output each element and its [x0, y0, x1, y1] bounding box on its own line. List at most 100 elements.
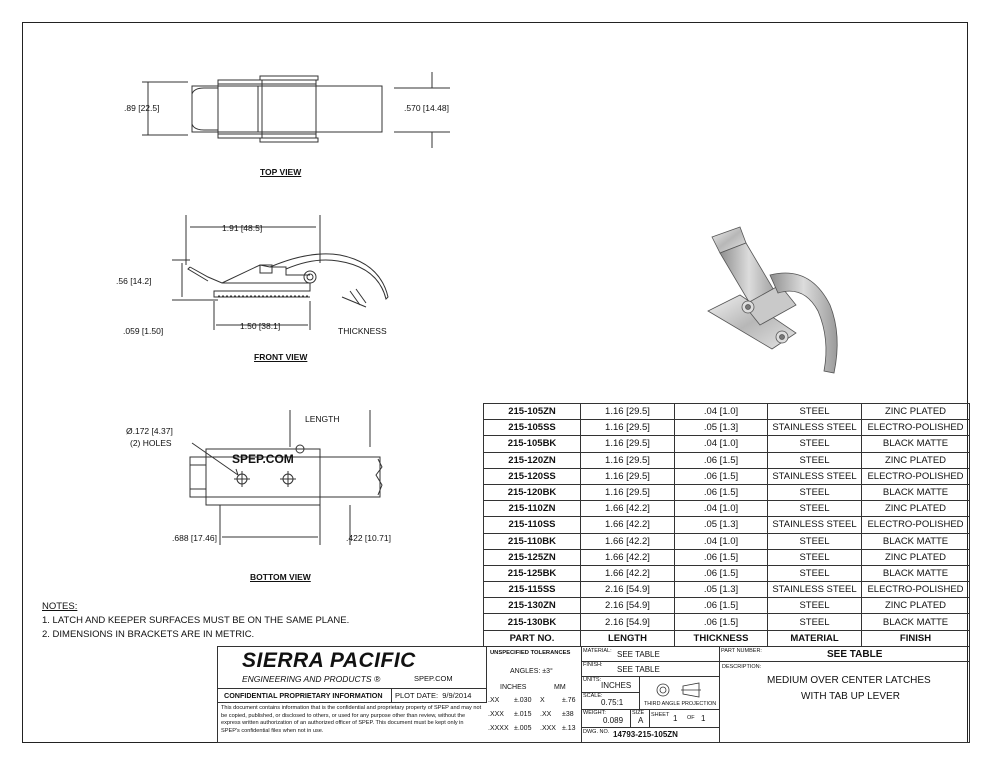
table-cell: 1.16 [29.5] — [580, 483, 675, 502]
company-subtitle: ENGINEERING AND PRODUCTS ® — [242, 674, 381, 684]
table-cell: 215-115SS — [483, 581, 581, 599]
table-cell: 2.16 [54.9] — [580, 581, 675, 599]
table-cell: STAINLESS STEEL — [767, 581, 862, 599]
table-cell: STEEL — [767, 532, 862, 550]
table-cell: STAINLESS STEEL — [767, 467, 862, 485]
front-view-drawing — [172, 215, 389, 330]
material-value: SEE TABLE — [617, 650, 660, 659]
company-cell: SIERRA PACIFIC ENGINEERING AND PRODUCTS … — [218, 647, 487, 689]
scale-value: 0.75:1 — [601, 698, 624, 707]
dwg-number: 14793-215-105ZN — [613, 730, 678, 739]
table-cell: 215-130BK — [483, 613, 581, 631]
sheet-total: 1 — [701, 714, 706, 723]
top-dim-width: .570 [14.48] — [404, 103, 449, 113]
table-cell: .04 [1.0] — [674, 500, 768, 518]
table-cell: ELECTRO-POLISHED — [861, 516, 970, 534]
notes-section: NOTES: 1. LATCH AND KEEPER SURFACES MUST… — [42, 600, 349, 642]
table-cell: ELECTRO-POLISHED — [861, 467, 970, 485]
dwg-no-cell: DWG. NO. 14793-215-105ZN — [581, 727, 720, 743]
table-cell: STEEL — [767, 597, 862, 615]
size-cell: SIZE A — [630, 709, 650, 728]
table-header-cell: MATERIAL — [767, 629, 862, 647]
notes-title: NOTES: — [42, 601, 78, 612]
table-cell: 1.16 [29.5] — [580, 419, 675, 437]
finish-cell: FINISH: SEE TABLE — [581, 661, 720, 677]
top-dim-height: .89 [22.5] — [124, 103, 160, 113]
table-cell: 215-105BK — [483, 435, 581, 453]
table-cell: ZINC PLATED — [861, 597, 970, 615]
table-header-cell: LENGTH — [580, 629, 675, 647]
table-cell: .04 [1.0] — [674, 402, 768, 421]
table-cell: .05 [1.3] — [674, 581, 768, 599]
table-cell: 215-110ZN — [483, 500, 581, 518]
table-cell: BLACK MATTE — [861, 564, 970, 583]
table-cell: 2.16 [54.9] — [580, 613, 675, 631]
table-cell: ELECTRO-POLISHED — [861, 419, 970, 437]
table-cell: .06 [1.5] — [674, 483, 768, 502]
table-cell: STEEL — [767, 613, 862, 631]
table-header-cell: THICKNESS — [674, 629, 768, 647]
table-cell: BLACK MATTE — [861, 483, 970, 502]
table-cell: 215-120SS — [483, 467, 581, 485]
plot-date-cell: PLOT DATE: 9/9/2014 — [391, 688, 487, 703]
third-angle-projection-icon — [656, 682, 701, 698]
tolerance-value: X — [540, 697, 545, 704]
table-cell: .06 [1.5] — [674, 548, 768, 566]
company-website: SPEP.COM — [414, 674, 453, 683]
bottom-dim-right: .422 [10.71] — [346, 533, 391, 543]
note-item: 1. LATCH AND KEEPER SURFACES MUST BE ON … — [42, 615, 350, 626]
table-cell: 215-105ZN — [483, 402, 581, 421]
table-cell: 215-105SS — [483, 419, 581, 437]
table-cell: STEEL — [767, 564, 862, 583]
bottom-holes-label: (2) HOLES — [130, 438, 172, 448]
size-value: A — [638, 716, 644, 725]
table-cell: STAINLESS STEEL — [767, 516, 862, 534]
finish-value: SEE TABLE — [617, 665, 660, 674]
bottom-view-title: BOTTOM VIEW — [250, 572, 311, 582]
part-number-value: SEE TABLE — [827, 649, 883, 660]
title-block: SIERRA PACIFIC ENGINEERING AND PRODUCTS … — [217, 646, 970, 743]
top-view-drawing — [142, 72, 450, 148]
confidential-title-cell: CONFIDENTIAL PROPRIETARY INFORMATION — [218, 688, 392, 703]
bottom-stamp: SPEP.COM — [232, 452, 294, 466]
confidential-text: This document contains information that … — [221, 705, 482, 734]
tolerance-mm-label: MM — [554, 684, 566, 691]
table-cell: .06 [1.5] — [674, 451, 768, 469]
isometric-latch-image — [707, 226, 838, 374]
tolerance-angles: ANGLES: ±3° — [510, 668, 553, 675]
table-cell: ZINC PLATED — [861, 500, 970, 518]
company-name: SIERRA PACIFIC — [242, 649, 416, 672]
table-cell: 215-125ZN — [483, 548, 581, 566]
bottom-dim-left: .688 [17.46] — [172, 533, 217, 543]
sheet-cell: SHEET 1 OF 1 — [649, 709, 720, 728]
tolerance-value: ±.030 — [514, 697, 532, 704]
front-view-title: FRONT VIEW — [254, 352, 308, 362]
table-cell: 1.16 [29.5] — [580, 451, 675, 469]
table-cell: BLACK MATTE — [861, 613, 970, 631]
sheet-number: 1 — [673, 714, 678, 723]
table-cell: ELECTRO-POLISHED — [861, 581, 970, 599]
top-view-title: TOP VIEW — [260, 167, 302, 177]
plot-date: PLOT DATE: 9/9/2014 — [395, 691, 472, 700]
table-cell: 1.66 [42.2] — [580, 564, 675, 583]
tolerance-value: .XXXX — [488, 725, 509, 732]
bottom-length-label: LENGTH — [305, 414, 340, 424]
tolerances-title: UNSPECIFIED TOLERANCES — [490, 650, 571, 656]
table-cell: ZINC PLATED — [861, 548, 970, 566]
bottom-view-drawing — [189, 410, 383, 545]
tolerance-value: .XXX — [488, 711, 504, 718]
table-cell: 215-120BK — [483, 483, 581, 502]
table-cell: STAINLESS STEEL — [767, 419, 862, 437]
table-cell: ZINC PLATED — [861, 451, 970, 469]
table-cell: STEEL — [767, 483, 862, 502]
table-cell: STEEL — [767, 435, 862, 453]
table-cell: 215-110BK — [483, 532, 581, 550]
table-cell: .05 [1.3] — [674, 516, 768, 534]
